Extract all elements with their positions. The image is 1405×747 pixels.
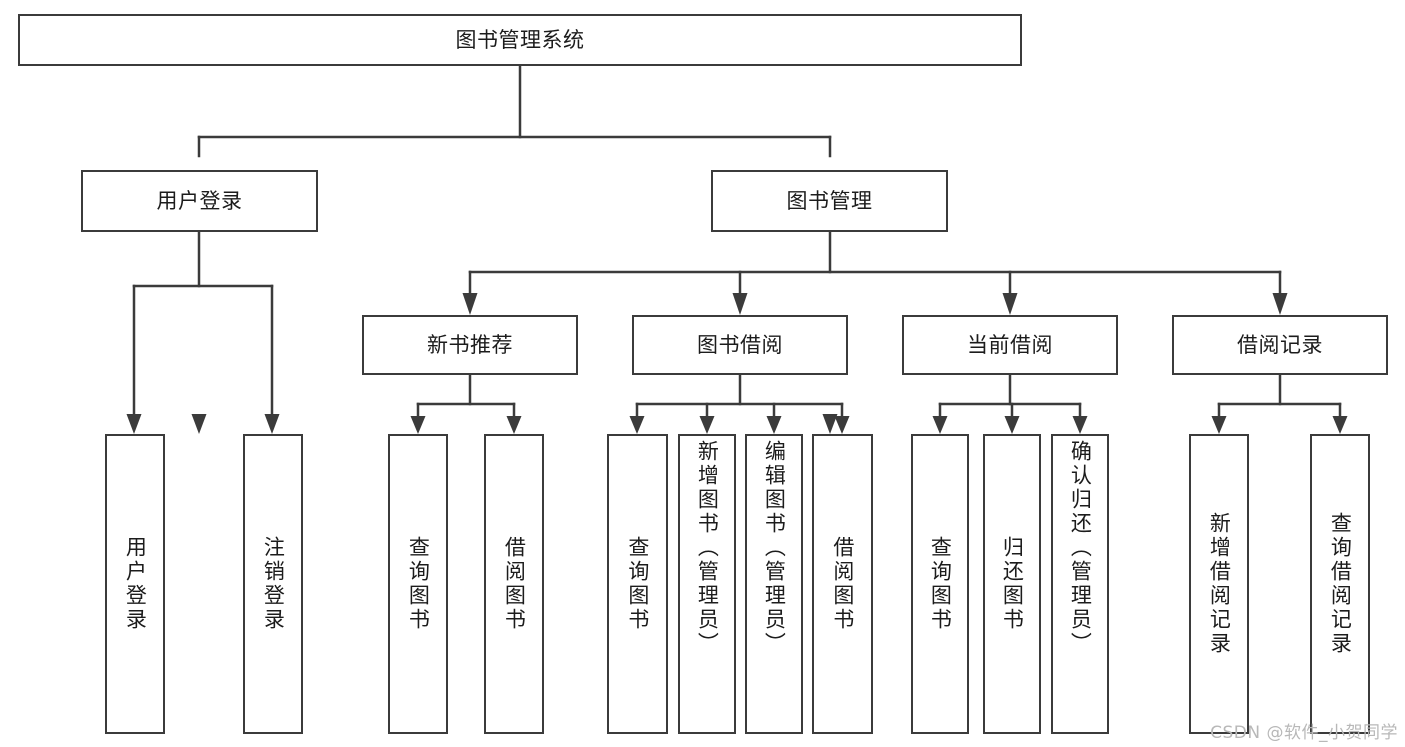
leaf-return-book[interactable]: 归还图书 (983, 434, 1041, 734)
node-new-book-recommend[interactable]: 新书推荐 (362, 315, 578, 375)
leaf-query-book-recommend[interactable]: 查询图书 (388, 434, 448, 734)
leaf-query-book-current-label: 查询图书 (928, 536, 953, 632)
leaf-user-login-label: 用户登录 (123, 536, 148, 632)
leaf-logout[interactable]: 注销登录 (243, 434, 303, 734)
leaf-query-borrow-record[interactable]: 查询借阅记录 (1310, 434, 1370, 734)
node-user-login[interactable]: 用户登录 (81, 170, 318, 232)
leaf-query-book-current[interactable]: 查询图书 (911, 434, 969, 734)
leaf-add-book-admin-label: 新增图书（管理员） (695, 440, 720, 656)
leaf-logout-label: 注销登录 (261, 536, 286, 632)
leaf-query-borrow-record-label: 查询借阅记录 (1328, 512, 1353, 656)
node-book-management-label: 图书管理 (786, 188, 873, 213)
node-book-borrow-label: 图书借阅 (697, 332, 783, 357)
leaf-edit-book-admin-label: 编辑图书（管理员） (762, 440, 787, 656)
leaf-user-login[interactable]: 用户登录 (105, 434, 165, 734)
leaf-query-book-recommend-label: 查询图书 (406, 536, 431, 632)
leaf-confirm-return-admin[interactable]: 确认归还（管理员） (1051, 434, 1109, 734)
leaf-query-book-borrow[interactable]: 查询图书 (607, 434, 668, 734)
node-root-label: 图书管理系统 (455, 27, 585, 52)
leaf-borrow-book-label: 借阅图书 (830, 536, 855, 632)
node-book-management[interactable]: 图书管理 (711, 170, 948, 232)
node-borrow-record[interactable]: 借阅记录 (1172, 315, 1388, 375)
leaf-edit-book-admin[interactable]: 编辑图书（管理员） (745, 434, 803, 734)
leaf-add-borrow-record[interactable]: 新增借阅记录 (1189, 434, 1249, 734)
node-current-borrow-label: 当前借阅 (967, 332, 1053, 357)
leaf-add-book-admin[interactable]: 新增图书（管理员） (678, 434, 736, 734)
leaf-borrow-book-recommend[interactable]: 借阅图书 (484, 434, 544, 734)
node-new-book-recommend-label: 新书推荐 (427, 332, 513, 357)
leaf-add-borrow-record-label: 新增借阅记录 (1207, 512, 1232, 656)
leaf-borrow-book[interactable]: 借阅图书 (812, 434, 873, 734)
leaf-confirm-return-admin-label: 确认归还（管理员） (1068, 440, 1093, 656)
node-root[interactable]: 图书管理系统 (18, 14, 1022, 66)
leaf-borrow-book-recommend-label: 借阅图书 (502, 536, 527, 632)
node-user-login-label: 用户登录 (156, 188, 243, 213)
node-current-borrow[interactable]: 当前借阅 (902, 315, 1118, 375)
leaf-query-book-borrow-label: 查询图书 (625, 536, 650, 632)
node-book-borrow[interactable]: 图书借阅 (632, 315, 848, 375)
leaf-return-book-label: 归还图书 (1000, 536, 1025, 632)
node-borrow-record-label: 借阅记录 (1237, 332, 1323, 357)
watermark: CSDN @软件_小贺同学 (1210, 723, 1398, 743)
